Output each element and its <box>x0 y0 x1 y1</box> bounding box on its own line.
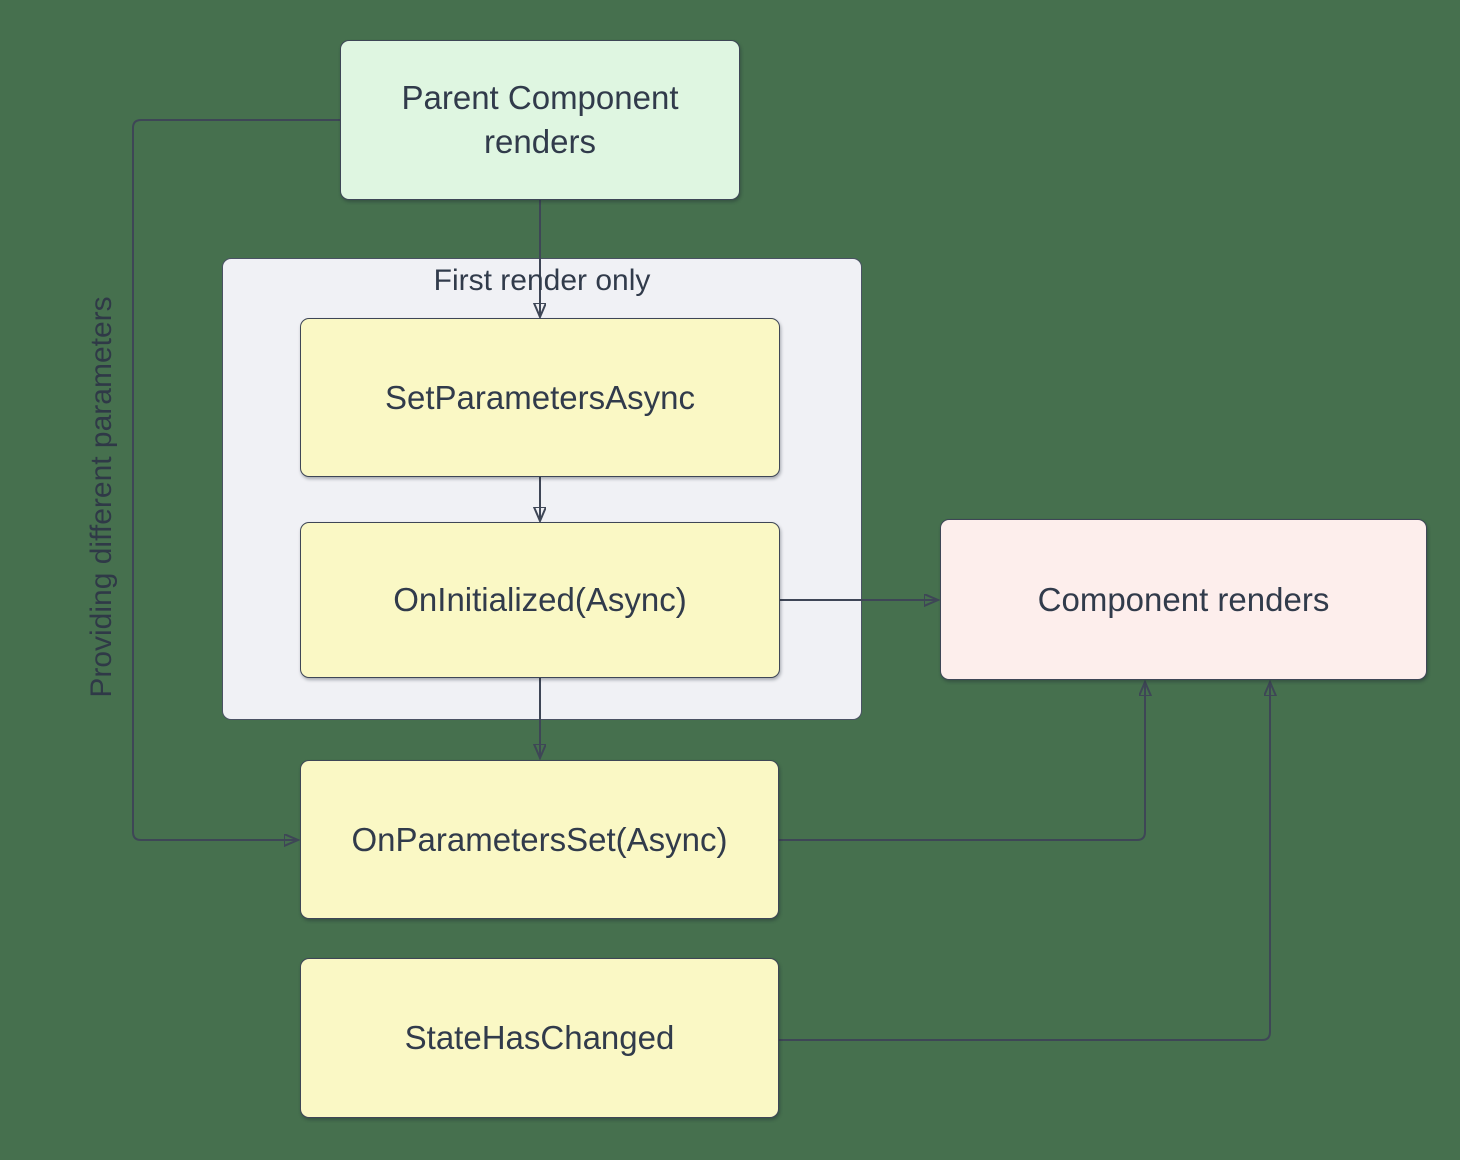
node-parent-component-renders: Parent Component renders <box>340 40 740 200</box>
node-onparametersset: OnParametersSet(Async) <box>300 760 779 919</box>
node-setparametersasync: SetParametersAsync <box>300 318 780 477</box>
node-label: Parent Component renders <box>401 79 679 160</box>
node-label: Component renders <box>1037 580 1330 618</box>
first-render-only-label: First render only <box>433 264 651 297</box>
node-component-renders: Component renders <box>940 519 1427 680</box>
providing-different-parameters-label: Providing different parameters <box>85 296 118 698</box>
node-label: OnParametersSet(Async) <box>351 820 728 858</box>
node-label: SetParametersAsync <box>385 378 695 416</box>
node-label: StateHasChanged <box>404 1019 675 1057</box>
edge-onparametersset-to-componentrenders <box>779 683 1145 841</box>
edge-parent-to-onparametersset-loop <box>132 119 340 840</box>
node-oninitialized: OnInitialized(Async) <box>300 522 780 678</box>
node-statehaschanged: StateHasChanged <box>300 958 779 1118</box>
edge-statehaschanged-to-componentrenders <box>779 683 1270 1041</box>
node-label: OnInitialized(Async) <box>393 581 687 619</box>
